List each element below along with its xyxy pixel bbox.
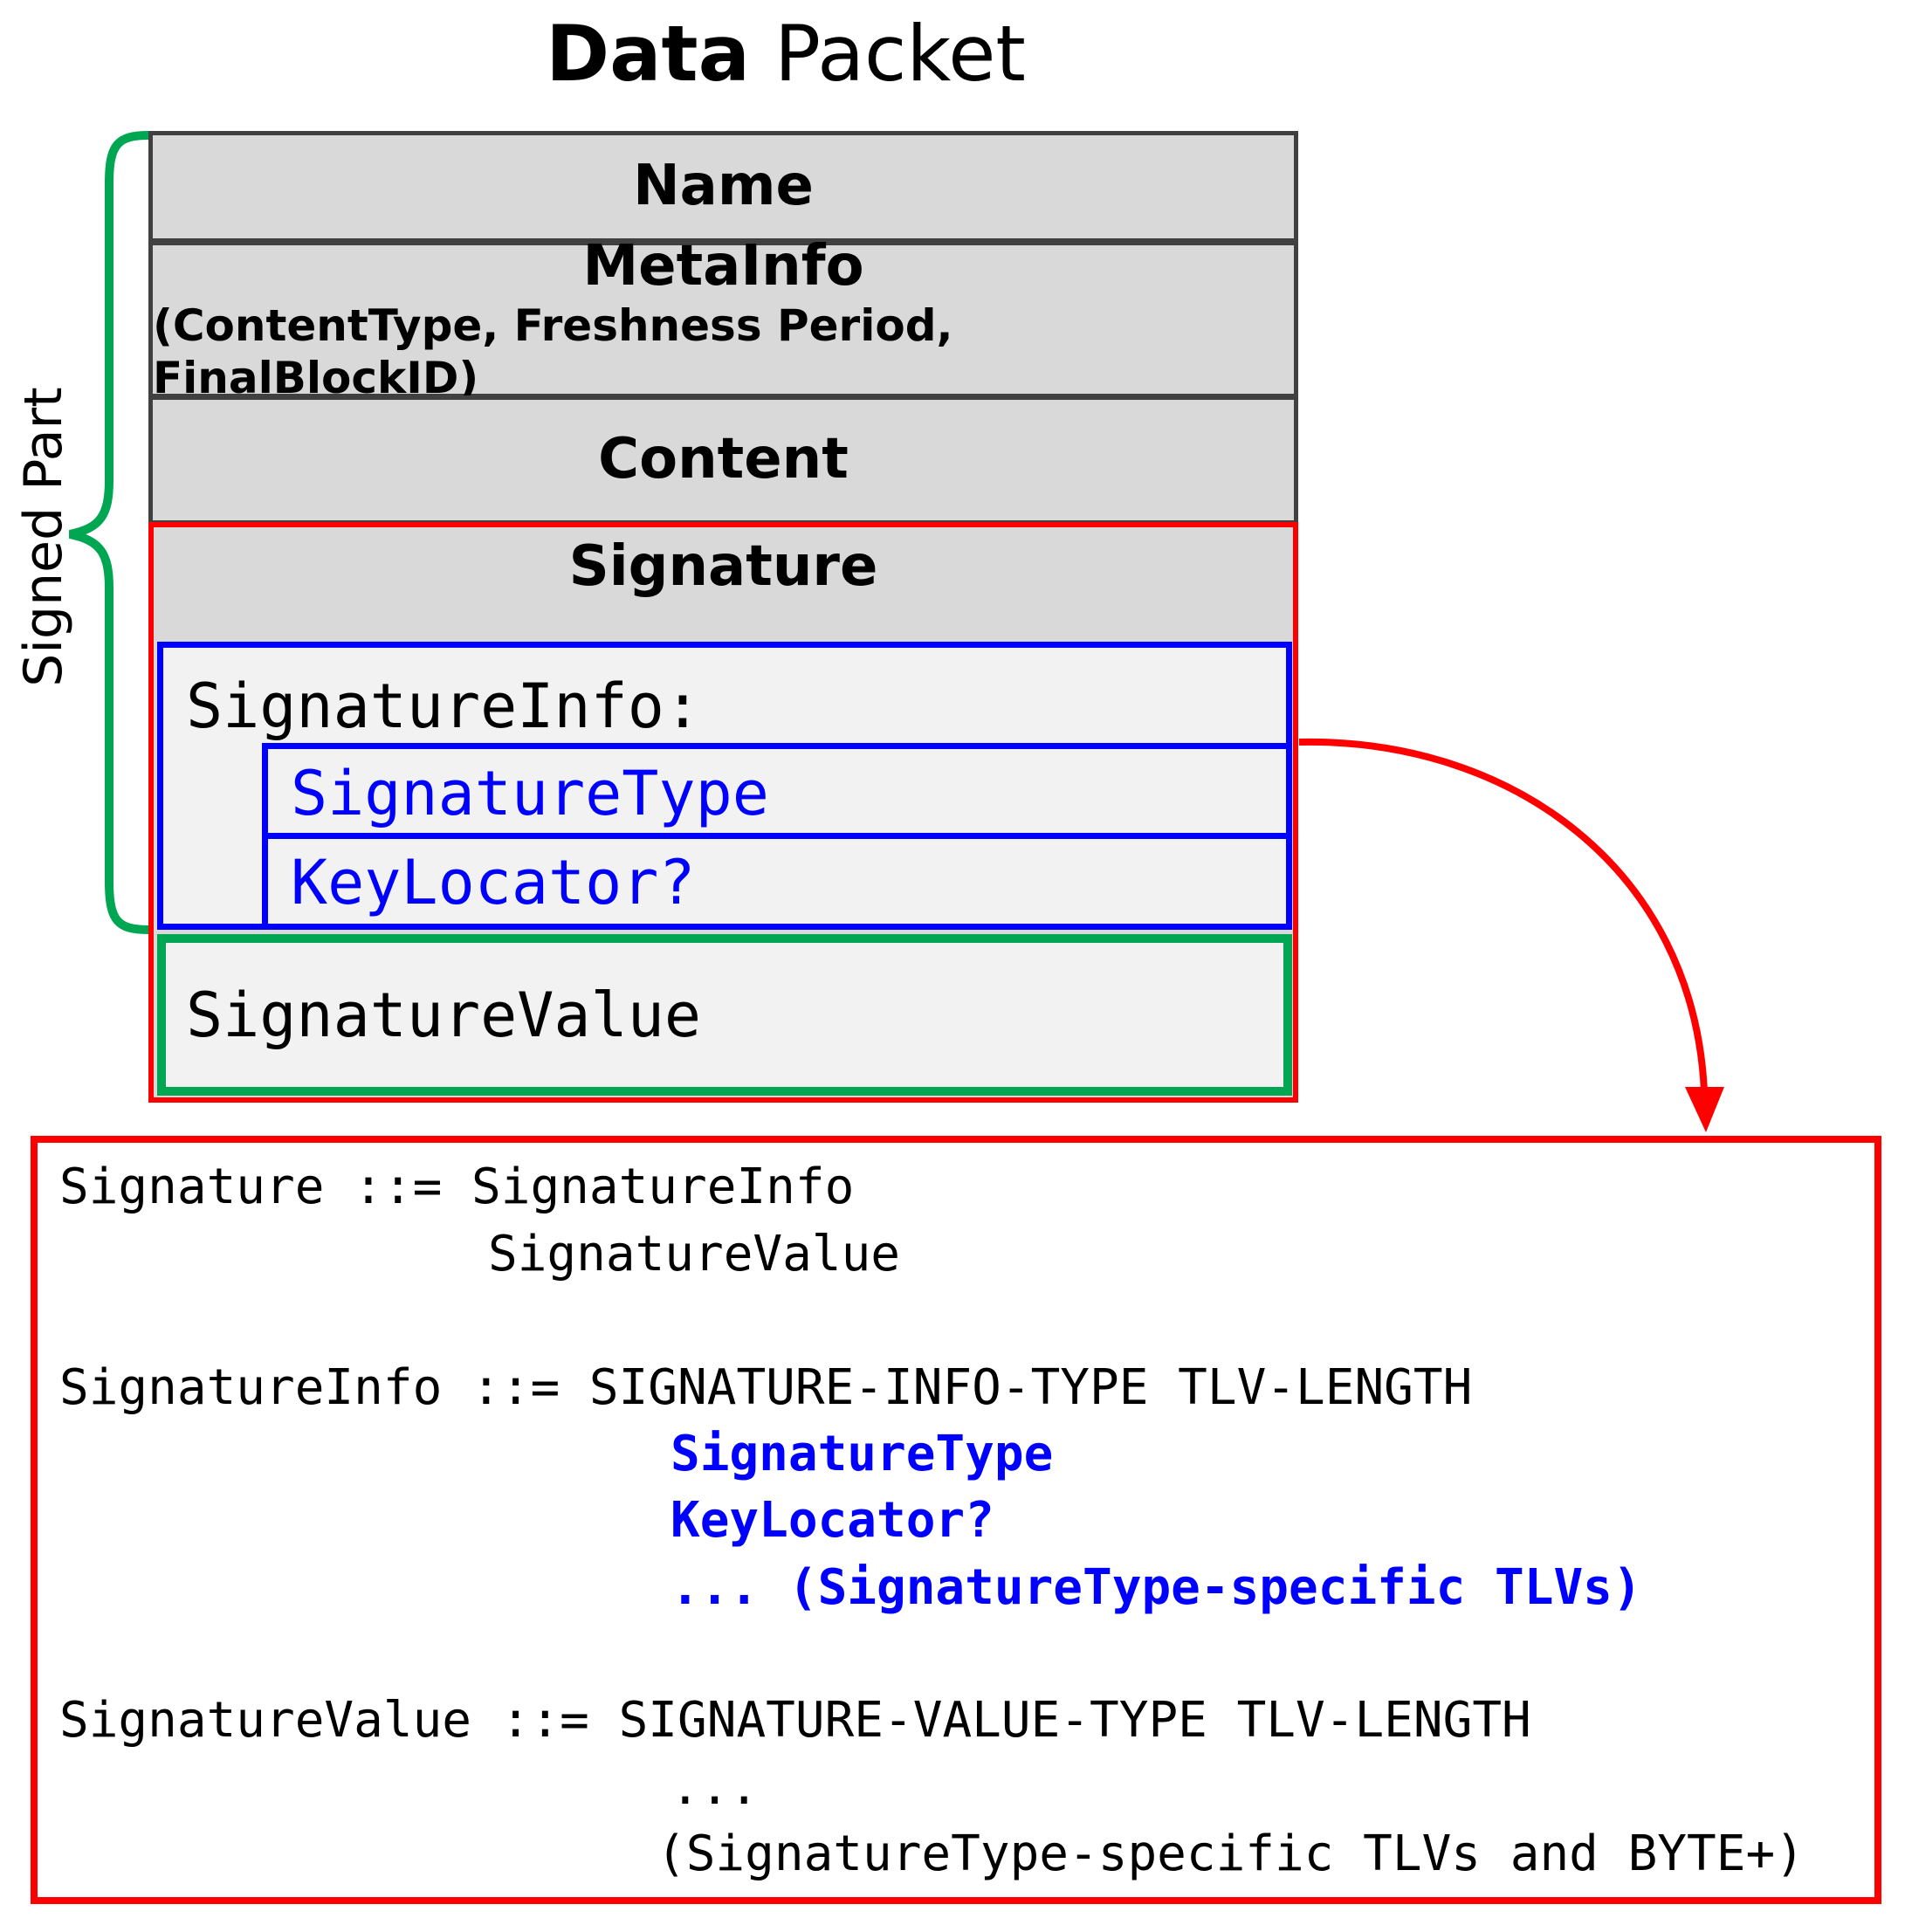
name-field: Name [148,131,1298,243]
signature-type-label: SignatureType [291,758,769,829]
signature-definition-box [31,1136,1881,1904]
diagram-title: Data Packet [0,9,1571,99]
key-locator-label: KeyLocator? [291,847,696,918]
metainfo-label: MetaInfo [582,234,864,299]
key-locator-box [262,833,1292,930]
def-info-line2: SignatureType [671,1426,1054,1482]
signature-label: Signature [568,534,878,599]
def-signature-line2: SignatureValue [488,1226,901,1282]
metainfo-sub-label: (ContentType, Freshness Period, FinalBlo… [153,299,953,403]
signed-part-bracket [68,131,153,934]
def-value-line1: SignatureValue ::= SIGNATURE-VALUE-TYPE … [59,1692,1531,1749]
def-signature-line1: Signature ::= SignatureInfo [59,1159,855,1215]
signature-value-label: SignatureValue [186,980,702,1051]
expand-arrow [1298,738,1724,1132]
signed-part-label: Signed Part [13,387,74,687]
content-label: Content [598,427,849,492]
signature-value-box [157,934,1292,1096]
def-info-line1: SignatureInfo ::= SIGNATURE-INFO-TYPE TL… [59,1359,1473,1416]
def-value-line3: (SignatureType-specific TLVs and BYTE+) [657,1825,1805,1882]
def-value-line2: ... [671,1759,760,1816]
metainfo-field: MetaInfo (ContentType, Freshness Period,… [148,235,1298,403]
title-bold: Data [546,9,750,99]
def-info-line3: KeyLocator? [671,1492,994,1549]
name-label: Name [633,154,814,219]
title-rest: Packet [750,9,1026,99]
def-info-line4: ... (SignatureType-specific TLVs) [671,1559,1642,1616]
content-field: Content [148,395,1298,525]
signature-info-label: SignatureInfo: [186,670,702,742]
